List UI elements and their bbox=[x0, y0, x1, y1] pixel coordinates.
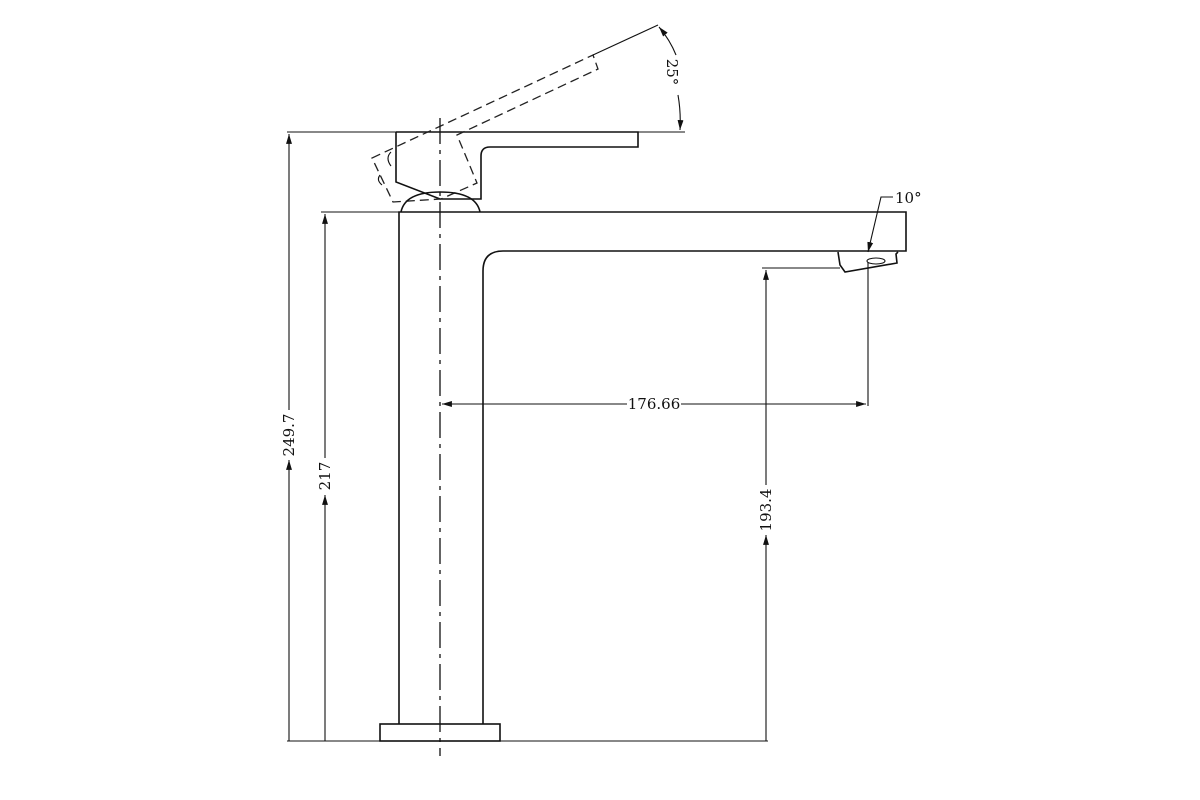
handle bbox=[395, 131, 639, 200]
faucet-body bbox=[379, 211, 907, 742]
dimension-label: 25° bbox=[663, 59, 681, 86]
dimension-aerator-angle: 10° bbox=[867, 189, 922, 253]
dimension-spout-reach: 176.66 bbox=[442, 395, 866, 413]
dimension-spout-top-height: 217 bbox=[316, 214, 334, 741]
dimension-label: 249.7 bbox=[280, 414, 298, 457]
dimension-label: 217 bbox=[316, 462, 334, 491]
dimension-handle-angle: 25° bbox=[658, 26, 684, 131]
dimension-label: 10° bbox=[895, 189, 922, 207]
dimension-label: 193.4 bbox=[757, 489, 775, 532]
dimension-label: 176.66 bbox=[628, 395, 681, 413]
dimension-total-height: 249.7 bbox=[280, 134, 298, 741]
dimension-outlet-height: 193.4 bbox=[757, 270, 775, 741]
aerator bbox=[837, 251, 899, 273]
handle-raised-position bbox=[371, 24, 659, 203]
